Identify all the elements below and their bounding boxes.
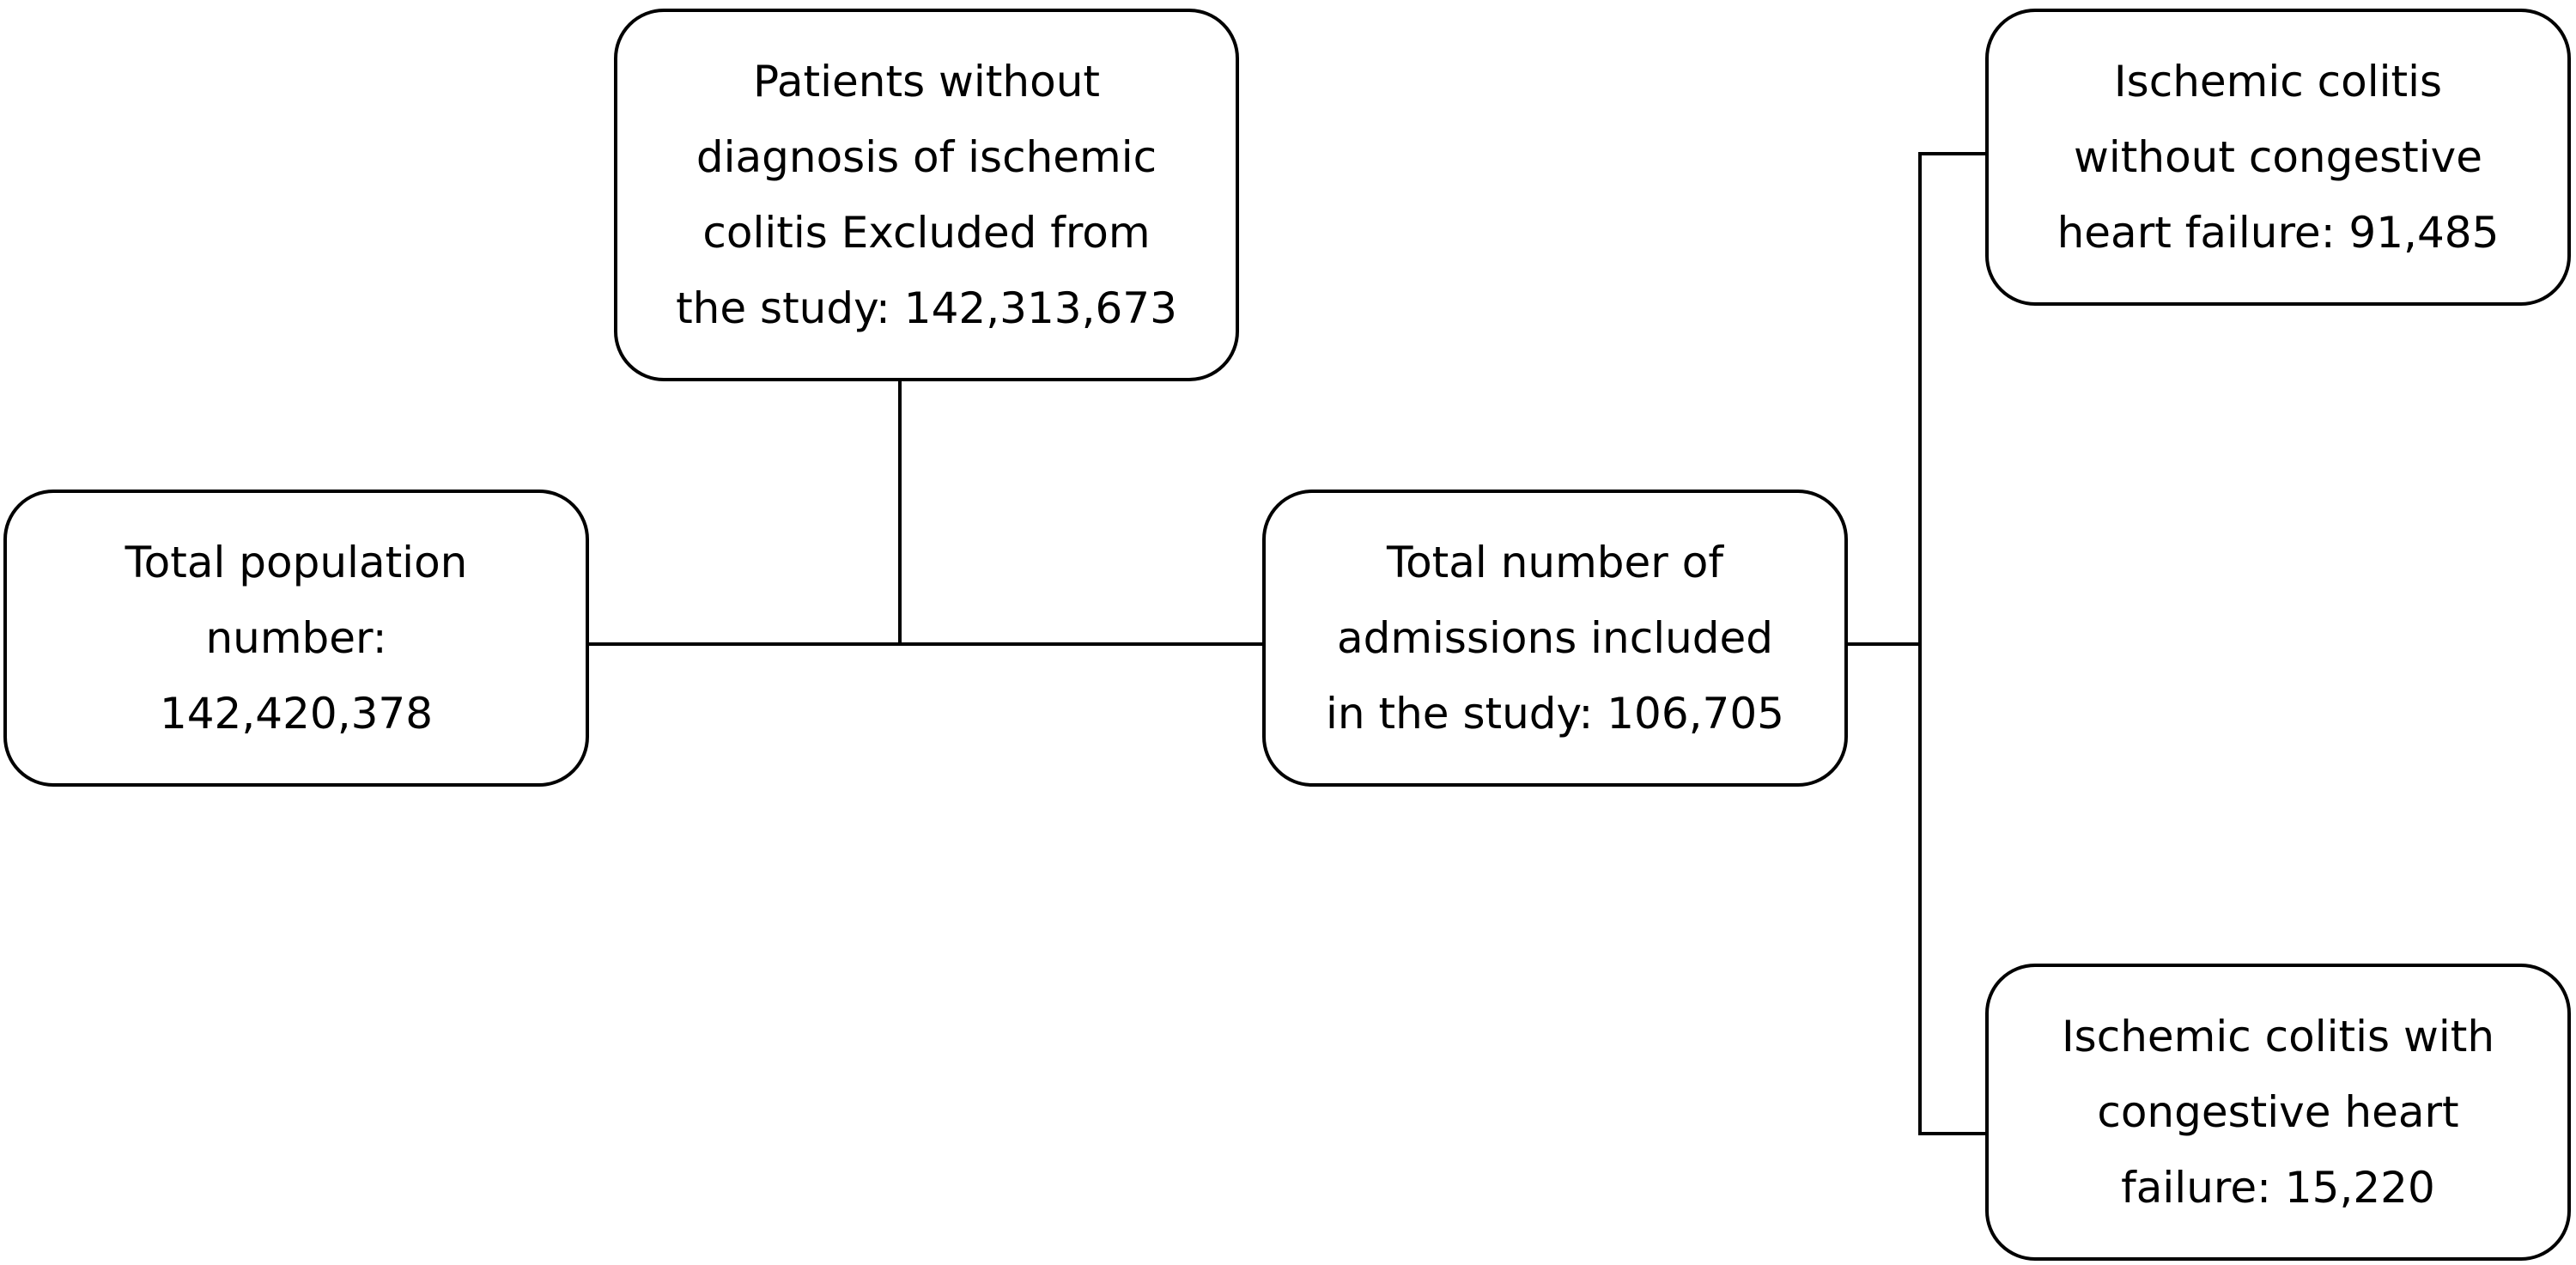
with-chf-box: Ischemic colitis with congestive heart f… (1985, 964, 2571, 1261)
without-chf-text: Ischemic colitis without congestive hear… (2057, 57, 2500, 258)
total-population-text: Total population number: 142,420,378 (125, 538, 468, 739)
included-admissions-text: Total number of admissions included in t… (1326, 538, 1784, 739)
excluded-patients-box: Patients without diagnosis of ischemic c… (614, 9, 1239, 381)
without-chf-box: Ischemic colitis without congestive hear… (1985, 9, 2571, 306)
with-chf-text: Ischemic colitis with congestive heart f… (2061, 1012, 2495, 1213)
included-admissions-box: Total number of admissions included in t… (1262, 490, 1848, 787)
excluded-patients-text: Patients without diagnosis of ischemic c… (676, 57, 1177, 333)
total-population-box: Total population number: 142,420,378 (3, 490, 589, 787)
